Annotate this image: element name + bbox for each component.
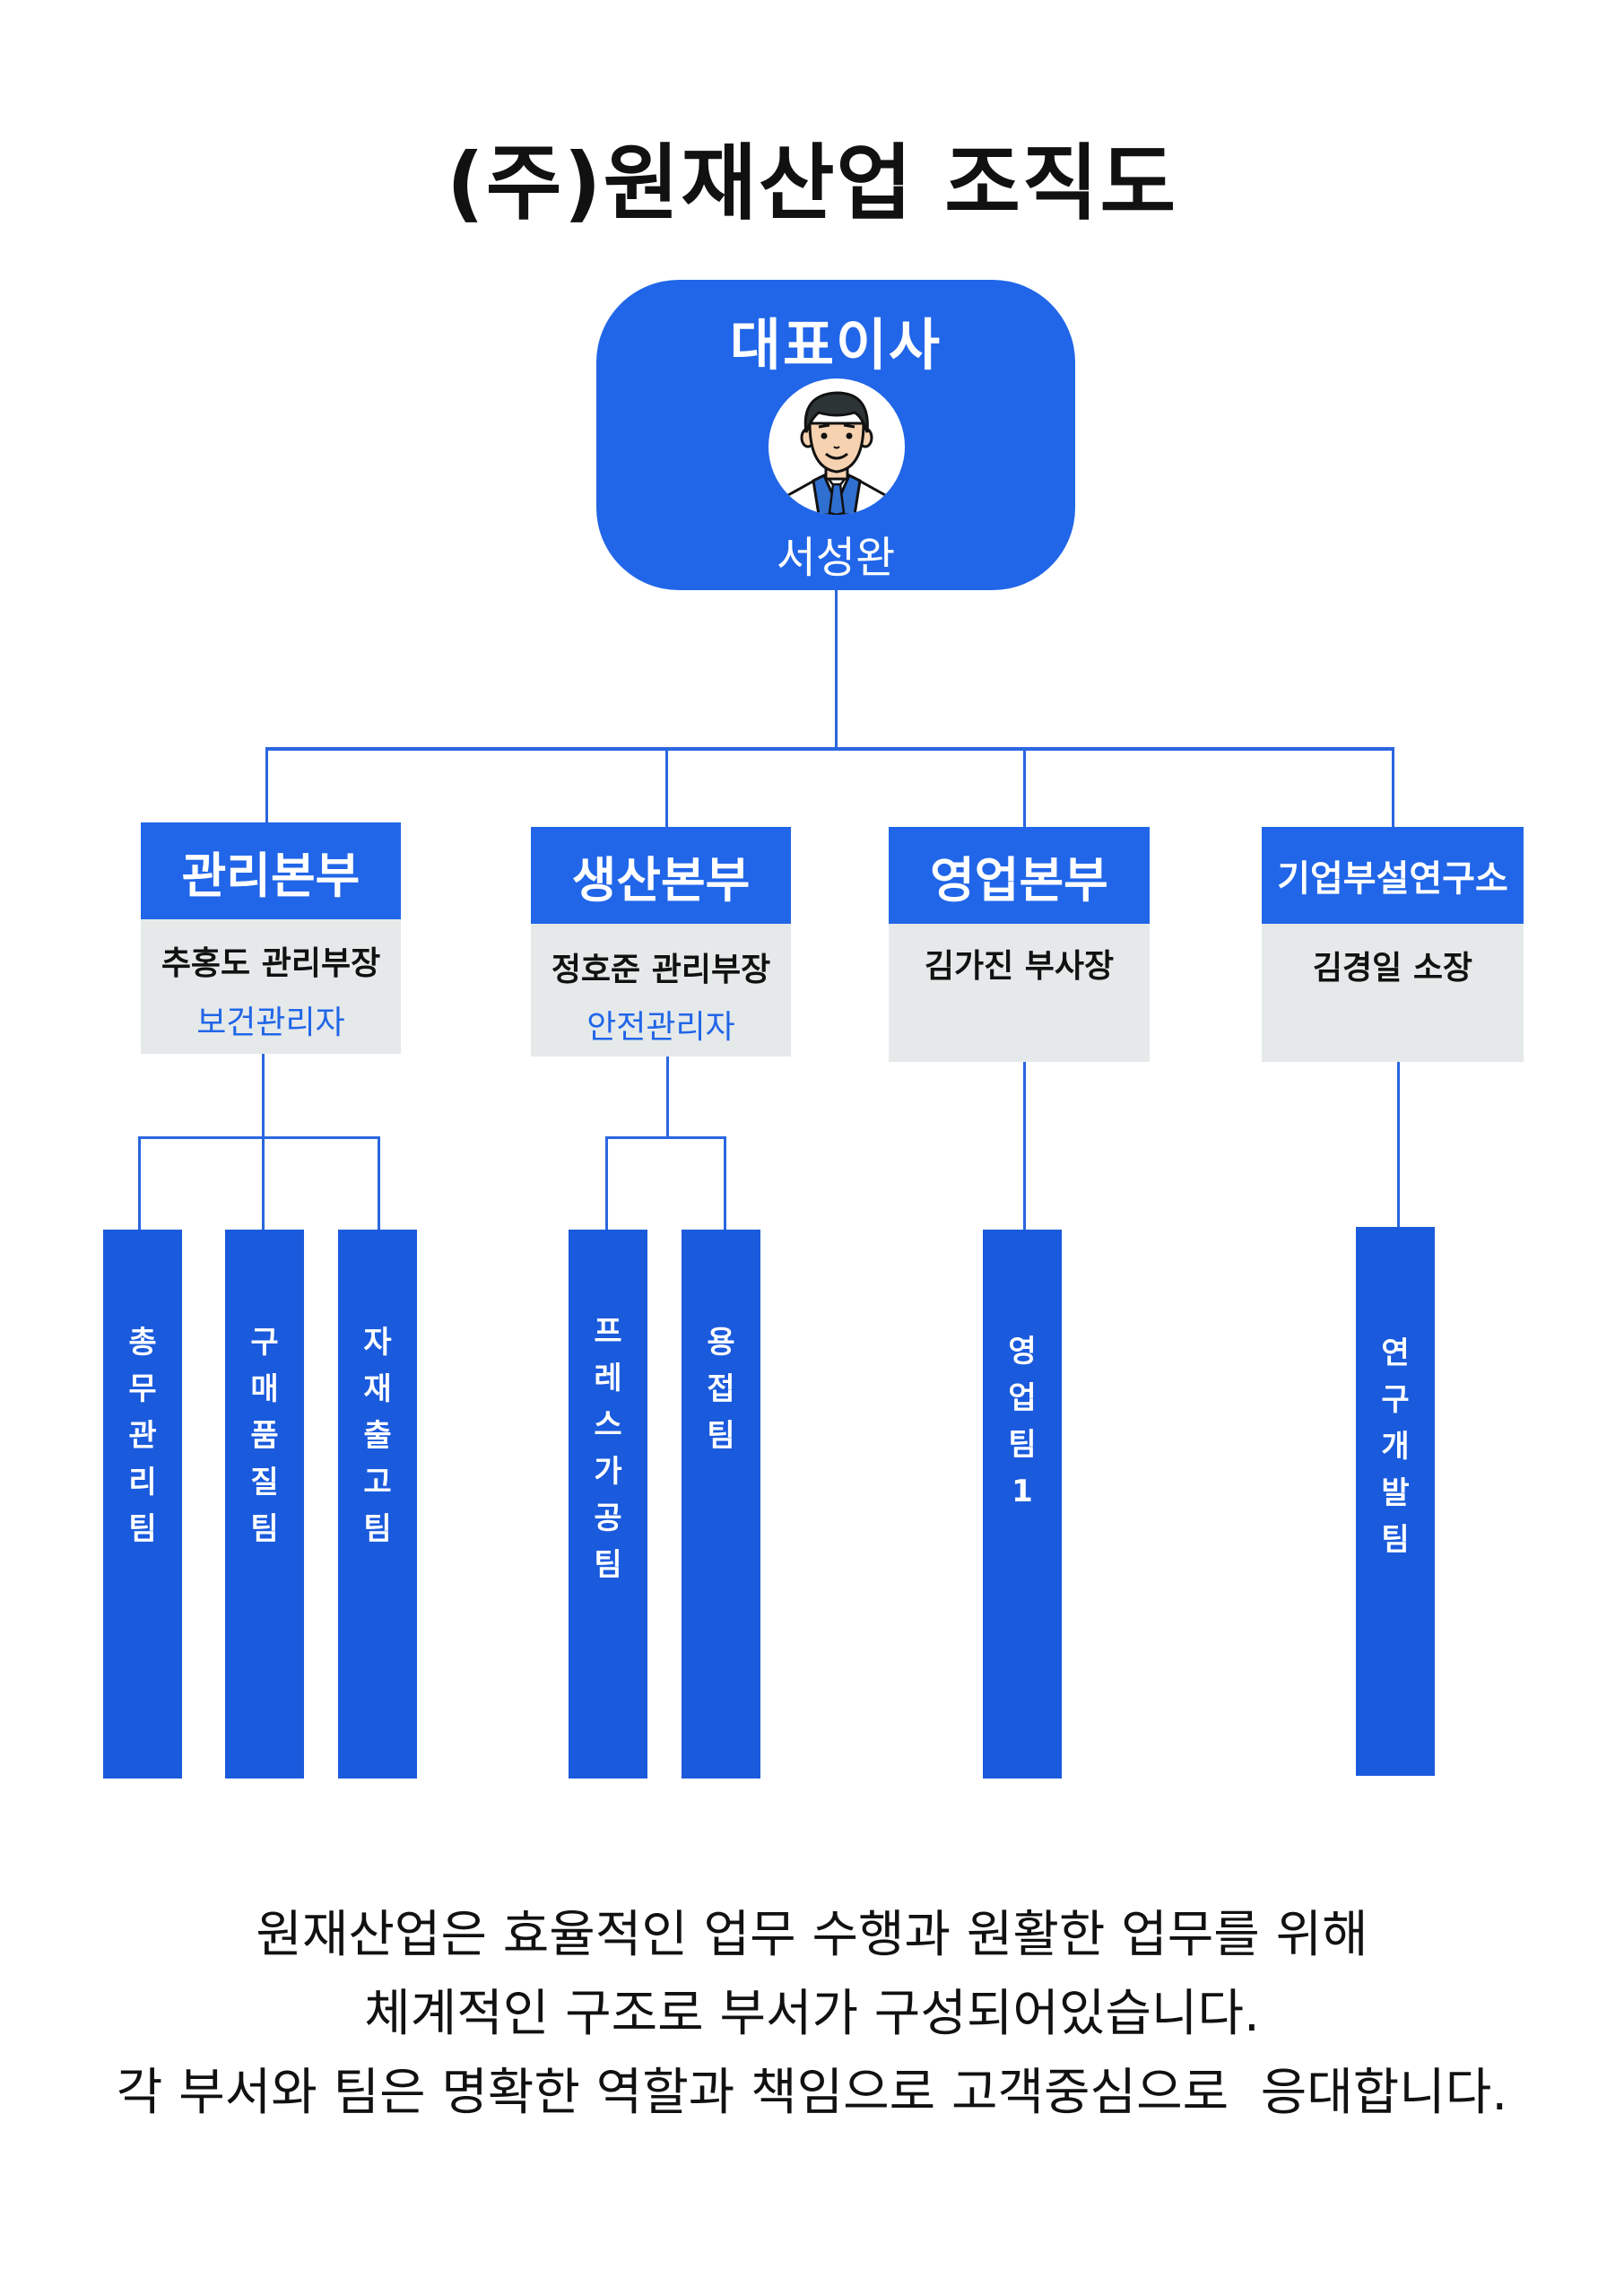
team-label-char: 공 bbox=[594, 1500, 622, 1536]
connector-dept2-down bbox=[666, 1057, 669, 1139]
description-line: 각 부서와 팀은 명확한 역할과 책임으로 고객중심으로 응대합니다. bbox=[116, 2064, 1508, 2122]
connector-dept4-down bbox=[1397, 1062, 1400, 1227]
department-head: 김가진 부사장 bbox=[924, 948, 1115, 985]
department-box: 기업부설연구소 김경일 소장 bbox=[1262, 827, 1524, 1062]
department-head: 정호준 관리부장 bbox=[551, 952, 771, 988]
team-label-char: 팀 bbox=[128, 1511, 157, 1547]
connector-dept-4 bbox=[1392, 747, 1394, 828]
connector-team-4 bbox=[605, 1136, 608, 1230]
team-label-char: 총 bbox=[128, 1325, 157, 1361]
team-label-char: 연 bbox=[1381, 1335, 1410, 1371]
team-label-char: 팀 bbox=[363, 1511, 392, 1547]
team-label-char: 접 bbox=[707, 1371, 735, 1407]
connector-dept2-horizontal bbox=[605, 1136, 726, 1139]
team-label-char: 리 bbox=[128, 1465, 157, 1500]
connector-dept-1 bbox=[265, 747, 268, 824]
connector-dept-2 bbox=[665, 747, 668, 828]
connector-dept1-horizontal bbox=[138, 1136, 380, 1139]
ceo-box: 대표이사 서성완 bbox=[596, 280, 1075, 590]
team-label-char: 영 bbox=[1008, 1334, 1037, 1370]
team-label-char: 재 bbox=[363, 1371, 392, 1407]
connector-dept3-down bbox=[1023, 1062, 1026, 1230]
team-label-char: 구 bbox=[250, 1325, 279, 1361]
businessman-avatar-icon bbox=[769, 378, 905, 515]
department-head: 김경일 소장 bbox=[1312, 950, 1473, 987]
department-box: 영업본부 김가진 부사장 bbox=[889, 827, 1150, 1062]
connector-dept1-down bbox=[262, 1054, 265, 1230]
team-label-char: 발 bbox=[1381, 1475, 1410, 1511]
team-label-char: 팀 bbox=[707, 1418, 735, 1454]
team-label-char: 스 bbox=[594, 1407, 622, 1443]
connector-team-1 bbox=[138, 1136, 141, 1230]
description-line: 원재산업은 효율적인 업무 수행과 원활한 업무를 위해 bbox=[256, 1906, 1368, 1964]
team-label-char: 무 bbox=[128, 1371, 157, 1407]
connector-team-3 bbox=[378, 1136, 380, 1230]
department-box: 생산본부 정호준 관리부장 안전관리자 bbox=[531, 827, 791, 1057]
team-label-char: 품 bbox=[250, 1418, 279, 1454]
team-label-char: 출 bbox=[363, 1418, 392, 1454]
team-label-char: 프 bbox=[594, 1314, 622, 1350]
connector-team-5 bbox=[724, 1136, 726, 1230]
department-name: 기업부설연구소 bbox=[1262, 827, 1524, 924]
team-label-char: 용 bbox=[707, 1325, 735, 1361]
department-box: 관리본부 추홍도 관리부장 보건관리자 bbox=[141, 822, 401, 1054]
connector-horizontal bbox=[265, 747, 1394, 751]
team-label-char: 팀 bbox=[1381, 1522, 1410, 1558]
department-name: 생산본부 bbox=[531, 827, 791, 924]
department-role: 보건관리자 bbox=[196, 1004, 345, 1041]
team-label-char: 관 bbox=[128, 1418, 157, 1454]
department-name: 영업본부 bbox=[889, 827, 1150, 924]
team-label-char: 팀 bbox=[250, 1511, 279, 1547]
department-head: 추홍도 관리부장 bbox=[161, 945, 381, 982]
team-label-char: 1 bbox=[1012, 1474, 1033, 1509]
team-label-char: 매 bbox=[250, 1371, 279, 1407]
ceo-name: 서성완 bbox=[776, 533, 896, 583]
connector-ceo-down bbox=[835, 590, 838, 748]
team-label-char: 고 bbox=[363, 1465, 392, 1500]
ceo-role: 대표이사 bbox=[729, 312, 942, 378]
team-label-char: 자 bbox=[363, 1325, 392, 1361]
department-role: 안전관리자 bbox=[586, 1009, 735, 1046]
page-title: (주)원재산업 조직도 bbox=[446, 135, 1178, 231]
team-label-char: 질 bbox=[250, 1465, 279, 1500]
department-name: 관리본부 bbox=[141, 822, 401, 919]
team-label-char: 가 bbox=[594, 1454, 622, 1490]
team-label-char: 구 bbox=[1381, 1382, 1410, 1418]
team-label-char: 개 bbox=[1381, 1429, 1410, 1465]
team-label-char: 팀 bbox=[1008, 1427, 1037, 1463]
team-label-char: 레 bbox=[594, 1361, 622, 1396]
connector-dept-3 bbox=[1023, 747, 1026, 828]
team-label-char: 팀 bbox=[594, 1547, 622, 1583]
description-line: 체계적인 구조로 부서가 구성되어있습니다. bbox=[364, 1985, 1260, 2043]
team-label-char: 업 bbox=[1008, 1380, 1037, 1416]
